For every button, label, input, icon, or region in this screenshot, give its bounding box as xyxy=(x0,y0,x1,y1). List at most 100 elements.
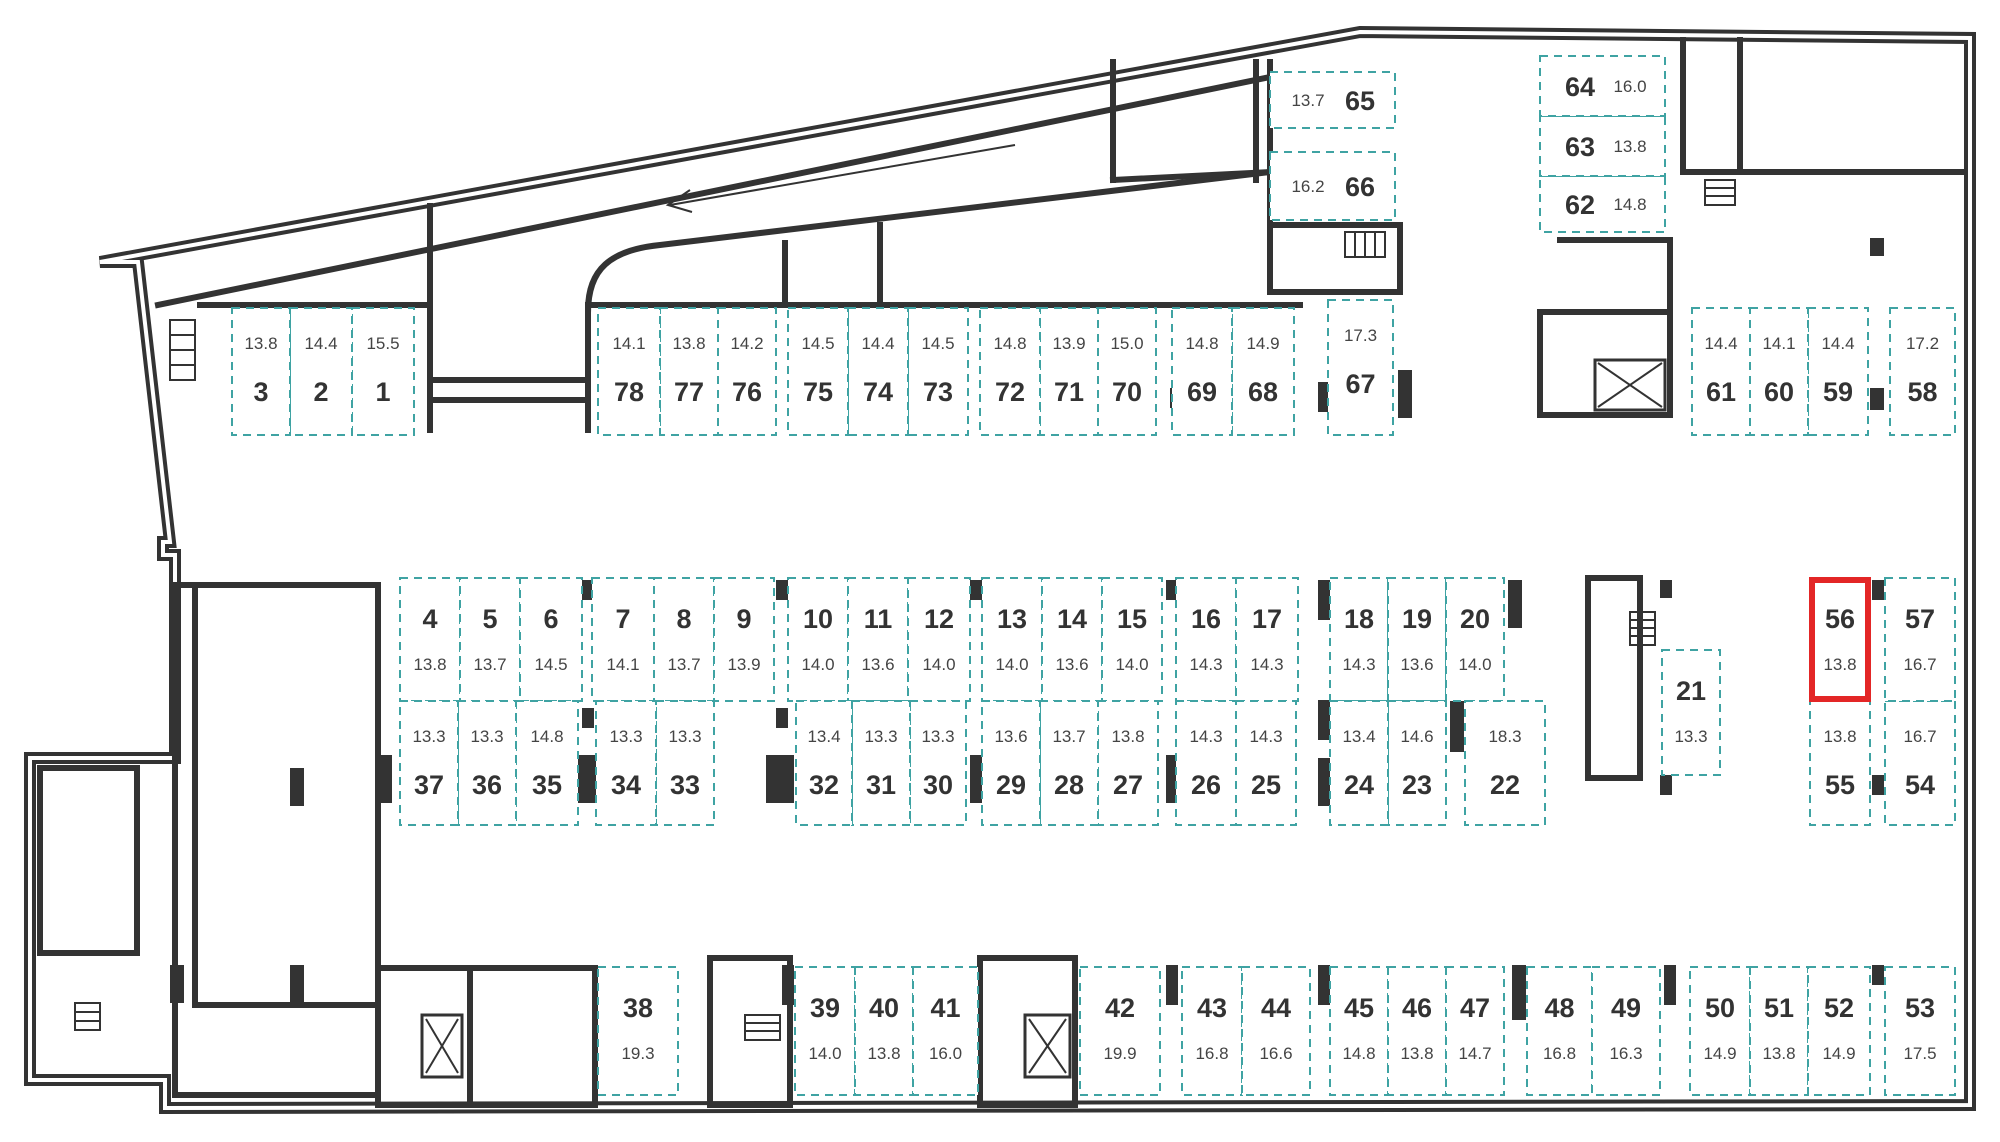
spot-number: 52 xyxy=(1824,993,1854,1023)
parking-spot-7[interactable]: 714.1 xyxy=(591,577,655,702)
parking-spot-3[interactable]: 313.8 xyxy=(231,307,291,436)
spot-outline xyxy=(655,700,715,826)
spot-area: 14.9 xyxy=(1246,334,1279,353)
spot-outline xyxy=(717,307,777,436)
parking-spot-5[interactable]: 513.7 xyxy=(459,577,521,702)
parking-spot-4[interactable]: 413.8 xyxy=(399,577,461,702)
spot-area: 13.6 xyxy=(994,727,1027,746)
parking-spot-8[interactable]: 813.7 xyxy=(653,577,715,702)
spot-outline xyxy=(1269,71,1396,129)
spot-area: 14.9 xyxy=(1703,1044,1736,1063)
spot-number: 62 xyxy=(1565,190,1595,220)
spot-area: 13.3 xyxy=(609,727,642,746)
spot-number: 78 xyxy=(614,377,644,407)
parking-spot-6[interactable]: 614.5 xyxy=(519,577,583,702)
spot-outline xyxy=(595,700,657,826)
spot-area: 14.0 xyxy=(801,655,834,674)
parking-spot-2[interactable]: 214.4 xyxy=(289,307,353,436)
spot-outline xyxy=(1039,307,1099,436)
spot-outline xyxy=(1807,307,1869,436)
column xyxy=(290,768,304,806)
spot-area: 14.3 xyxy=(1189,655,1222,674)
spot-area: 14.5 xyxy=(801,334,834,353)
parking-spot-9[interactable]: 913.9 xyxy=(713,577,775,702)
parking-spot-1[interactable]: 115.5 xyxy=(351,307,415,436)
spot-outline xyxy=(289,307,353,436)
spot-area: 14.8 xyxy=(1185,334,1218,353)
spot-area: 13.8 xyxy=(1111,727,1144,746)
spot-outline xyxy=(1445,966,1505,1096)
spot-number: 6 xyxy=(543,604,558,634)
